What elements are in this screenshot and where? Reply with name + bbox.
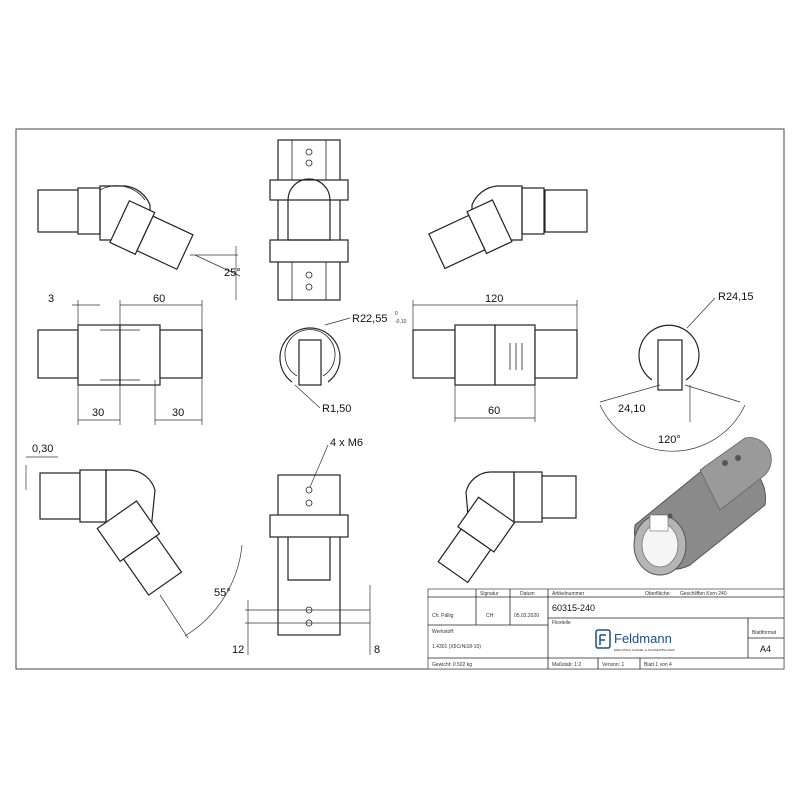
- tb-date: 05.03.2020: [514, 613, 539, 619]
- thread-4xm6: 4 x M6: [330, 437, 363, 449]
- angle-120: 120°: [658, 434, 681, 446]
- tb-weight: Gewicht: 0.502 kg: [432, 662, 472, 668]
- radius-r22: R22,55: [352, 313, 387, 325]
- dim-24-10: 24,10: [618, 403, 646, 415]
- view-straight-right: 120 60: [412, 293, 578, 422]
- tb-version: Version: 1: [602, 662, 624, 668]
- dim-120: 120: [485, 293, 503, 305]
- tb-drafter: Ch. Pällig: [432, 613, 454, 619]
- radius-r150: R1,50: [322, 403, 351, 415]
- view-bent-55-left: 0,30 55°: [25, 443, 243, 639]
- feldmann-logo: [595, 629, 611, 649]
- dim-12: 12: [232, 644, 244, 656]
- view-bent-25-left: 25°: [37, 185, 241, 300]
- tb-material-label: Werkstoff:: [432, 629, 454, 635]
- dim-30-right: 30: [172, 407, 184, 419]
- view-bottom-vertical: 4 x M6 12 8: [232, 437, 380, 656]
- dim-8: 8: [374, 644, 380, 656]
- view-section-right: R24,15 24,10 120°: [599, 291, 753, 452]
- angle-55: 55°: [214, 587, 231, 599]
- tb-article-number: 60315-240: [552, 603, 595, 613]
- tb-company: Feldmann: [614, 631, 672, 646]
- dim-60-bottom: 60: [488, 405, 500, 417]
- tb-signature: CH: [486, 613, 494, 619]
- dim-0-30: 0,30: [32, 443, 53, 455]
- dim-60-top: 60: [153, 293, 165, 305]
- drawing-frame: [15, 128, 785, 670]
- tb-sheet-format-value: A4: [760, 644, 771, 654]
- tb-date-header: Datum: [520, 591, 535, 597]
- tb-scale: Maßstab: 1:2: [552, 662, 581, 668]
- dim-angle-25: 25°: [224, 267, 241, 279]
- view-top-vertical: [269, 139, 349, 301]
- view-bent-right: [428, 185, 588, 270]
- title-block: Signatur Datum Artikelnummer Oberfläche:…: [427, 588, 785, 670]
- view-section-center: R22,55 0 -0,10 R1,50: [279, 311, 407, 415]
- view-straight-left: 3 60 30 30: [37, 293, 203, 425]
- tb-article-number-label: Artikelnummer: [552, 591, 585, 597]
- radius-r22-tol-lower: -0,10: [395, 319, 407, 325]
- tb-sheet-format-label: Blattformat: [752, 630, 777, 636]
- tb-surface-label: Oberfläche:: [645, 591, 671, 597]
- radius-r24: R24,15: [718, 291, 753, 303]
- tb-material-value: 1.4301 (X5CrNi18-10): [432, 644, 481, 650]
- dim-3: 3: [48, 293, 54, 305]
- tb-title-label: Flexteile: [552, 620, 571, 626]
- tb-signature-header: Signatur: [480, 591, 499, 597]
- view-bent-right-bottom: [437, 471, 577, 584]
- tb-surface-value: Geschliffen Korn 240: [680, 591, 727, 597]
- radius-r22-tol-upper: 0: [395, 311, 398, 317]
- tb-sheet: Blatt 1 von 4: [644, 662, 672, 668]
- view-isometric: [633, 437, 772, 576]
- tb-company-tagline: EDELSTAHL HANDEL & SCHWEIßTECHNIK: [614, 648, 675, 652]
- dim-30-left: 30: [92, 407, 104, 419]
